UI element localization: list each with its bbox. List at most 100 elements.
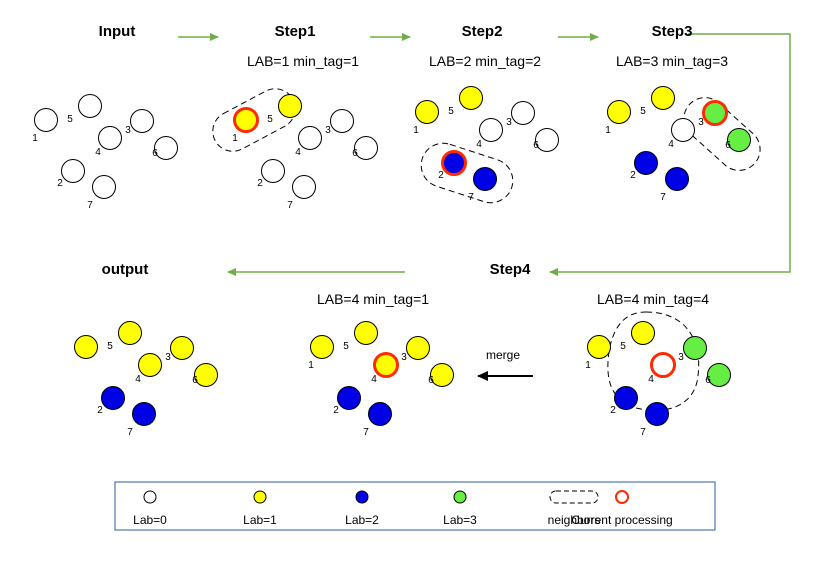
node-label-3-input: 3 bbox=[125, 125, 131, 136]
node-label-5-merged: 5 bbox=[343, 341, 349, 352]
node-label-1-step3: 1 bbox=[605, 125, 611, 136]
legend-label-neighbors: neighbors bbox=[548, 513, 601, 527]
node-1-step2 bbox=[415, 100, 439, 124]
node-label-2-step4: 2 bbox=[610, 405, 616, 416]
node-label-6-step4: 6 bbox=[705, 375, 711, 386]
node-label-1-step4: 1 bbox=[585, 360, 591, 371]
node-label-7-step4: 7 bbox=[640, 427, 646, 438]
node-4-step2 bbox=[479, 118, 503, 142]
node-label-7-output: 7 bbox=[127, 427, 133, 438]
node-label-6-step3: 6 bbox=[725, 140, 731, 151]
node-label-2-merged: 2 bbox=[333, 405, 339, 416]
node-5-step4 bbox=[631, 321, 655, 345]
node-2-merged bbox=[337, 386, 361, 410]
node-label-4-step3: 4 bbox=[668, 139, 674, 150]
legend-item-lab3: Lab=3 bbox=[443, 490, 477, 527]
node-label-2-step2: 2 bbox=[438, 170, 444, 181]
node-label-6-input: 6 bbox=[152, 148, 158, 159]
panel-caption-step4: LAB=4 min_tag=4 bbox=[597, 291, 709, 307]
node-7-step1 bbox=[292, 175, 316, 199]
node-5-merged bbox=[354, 321, 378, 345]
merge-label: merge bbox=[486, 348, 520, 362]
node-label-4-output: 4 bbox=[135, 374, 141, 385]
node-4-step4 bbox=[650, 352, 676, 378]
node-5-output bbox=[118, 321, 142, 345]
node-7-step2 bbox=[473, 167, 497, 191]
node-label-7-step2: 7 bbox=[468, 192, 474, 203]
node-label-6-step2: 6 bbox=[533, 140, 539, 151]
node-label-3-merged: 3 bbox=[401, 352, 407, 363]
node-label-5-step3: 5 bbox=[640, 106, 646, 117]
panel-title-step2: Step2 bbox=[462, 23, 503, 40]
node-7-step3 bbox=[665, 167, 689, 191]
legend-item-lab1: Lab=1 bbox=[243, 490, 277, 527]
node-4-input bbox=[98, 126, 122, 150]
panel-caption-merged: LAB=4 min_tag=1 bbox=[317, 291, 429, 307]
node-6-step1 bbox=[354, 136, 378, 160]
node-label-4-step2: 4 bbox=[476, 139, 482, 150]
node-7-merged bbox=[368, 402, 392, 426]
panel-caption-step2: LAB=2 min_tag=2 bbox=[429, 53, 541, 69]
legend-label-current: Current processing bbox=[571, 513, 672, 527]
legend-box bbox=[114, 481, 716, 531]
node-1-step3 bbox=[607, 100, 631, 124]
node-label-7-merged: 7 bbox=[363, 427, 369, 438]
legend-item-neighbors: neighbors bbox=[548, 490, 601, 527]
legend-lab2-swatch bbox=[355, 490, 369, 504]
node-label-5-step1: 5 bbox=[267, 114, 273, 125]
legend-label-lab1: Lab=1 bbox=[243, 513, 277, 527]
neighbors-outline-step1 bbox=[212, 88, 296, 152]
node-3-step1 bbox=[330, 109, 354, 133]
node-label-7-input: 7 bbox=[87, 200, 93, 211]
node-label-5-output: 5 bbox=[107, 341, 113, 352]
node-label-6-output: 6 bbox=[192, 375, 198, 386]
node-label-1-step1: 1 bbox=[232, 133, 238, 144]
legend-neighbors-swatch bbox=[549, 490, 599, 504]
node-label-5-step2: 5 bbox=[448, 106, 454, 117]
legend-label-lab3: Lab=3 bbox=[443, 513, 477, 527]
node-1-step1 bbox=[233, 107, 259, 133]
legend-item-lab0: Lab=0 bbox=[133, 490, 167, 527]
node-6-step3 bbox=[727, 128, 751, 152]
node-4-merged bbox=[373, 352, 399, 378]
node-3-output bbox=[170, 336, 194, 360]
node-3-merged bbox=[406, 336, 430, 360]
node-6-merged bbox=[430, 363, 454, 387]
node-label-4-step4: 4 bbox=[648, 374, 654, 385]
node-1-input bbox=[34, 108, 58, 132]
node-label-4-step1: 4 bbox=[295, 147, 301, 158]
node-label-2-step1: 2 bbox=[257, 178, 263, 189]
node-3-step4 bbox=[683, 336, 707, 360]
node-2-step1 bbox=[261, 159, 285, 183]
node-1-step4 bbox=[587, 335, 611, 359]
node-label-1-input: 1 bbox=[32, 133, 38, 144]
panel-title-step4: Step4 bbox=[490, 261, 532, 278]
node-label-5-step4: 5 bbox=[620, 341, 626, 352]
legend-lab3-swatch bbox=[453, 490, 467, 504]
node-label-1-merged: 1 bbox=[308, 360, 314, 371]
neighbors-outline-step3 bbox=[683, 97, 761, 171]
node-7-step4 bbox=[645, 402, 669, 426]
node-label-7-step3: 7 bbox=[660, 192, 666, 203]
node-2-step3 bbox=[634, 151, 658, 175]
node-label-5-input: 5 bbox=[67, 114, 73, 125]
node-5-step3 bbox=[651, 86, 675, 110]
node-label-6-merged: 6 bbox=[428, 375, 434, 386]
node-4-step3 bbox=[671, 118, 695, 142]
node-6-step2 bbox=[535, 128, 559, 152]
flow-arrows: merge bbox=[178, 33, 791, 381]
node-3-step2 bbox=[511, 101, 535, 125]
node-5-input bbox=[78, 94, 102, 118]
neighbors-outline-step2 bbox=[420, 142, 514, 204]
legend-label-lab2: Lab=2 bbox=[345, 513, 379, 527]
legend-lab0-swatch bbox=[143, 490, 157, 504]
node-1-merged bbox=[310, 335, 334, 359]
node-2-output bbox=[101, 386, 125, 410]
node-label-3-step2: 3 bbox=[506, 117, 512, 128]
